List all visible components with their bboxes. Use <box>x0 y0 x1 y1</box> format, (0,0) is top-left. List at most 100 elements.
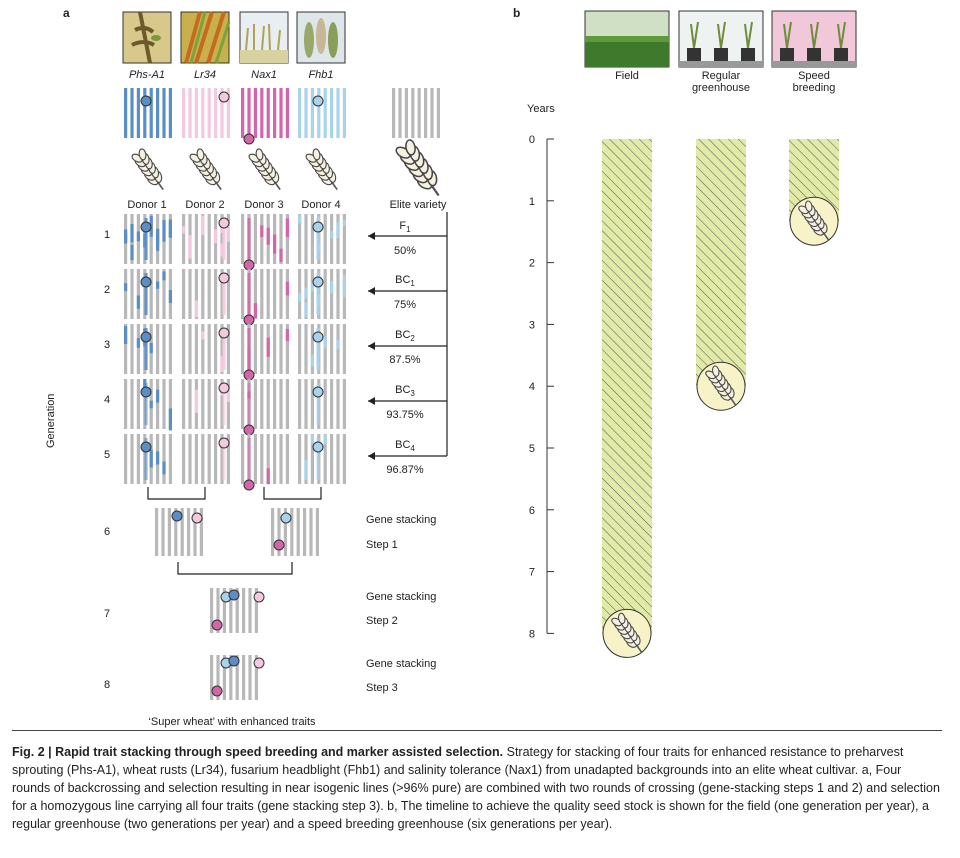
trait-label-lr34: Lr34 <box>193 69 217 81</box>
marker-dot <box>273 539 285 551</box>
marker-dot <box>243 259 255 271</box>
arrowhead-icon <box>368 342 375 350</box>
merge-bracket <box>147 487 206 500</box>
marker-dot <box>211 685 223 697</box>
marker-dot <box>312 95 324 107</box>
marker-dot <box>312 441 324 453</box>
arrowhead-icon <box>368 397 375 405</box>
marker-dot <box>218 91 230 103</box>
y-tick-label: 0 <box>529 134 535 146</box>
trait-label-fhb1: Fhb1 <box>308 69 334 81</box>
backcross-chromosomes <box>182 269 230 319</box>
trait-photo-nax1 <box>239 11 289 64</box>
donor-chromosomes <box>241 88 289 138</box>
backcross-chromosomes <box>241 434 289 485</box>
backcross-chromosomes <box>182 379 230 429</box>
cross-percent: 75% <box>393 299 417 311</box>
backcross-chromosomes <box>241 269 289 319</box>
backcross-chromosomes <box>124 434 172 484</box>
caption-text: Strategy for stacking of four traits for… <box>12 745 940 831</box>
generation-number: 3 <box>104 339 111 351</box>
arrowhead-icon <box>368 452 375 460</box>
marker-dot <box>140 276 152 288</box>
field-photo <box>584 10 670 68</box>
cross-percent: 93.75% <box>386 409 424 421</box>
marker-dot <box>243 133 255 145</box>
wheat-ear-icon <box>189 148 222 191</box>
cross-label: BC2 <box>395 329 415 344</box>
marker-dot <box>280 512 292 524</box>
marker-dot <box>218 382 230 394</box>
marker-dot <box>312 221 324 233</box>
panel-b-label: b <box>513 6 521 20</box>
backcross-chromosomes <box>298 324 346 374</box>
generation-number: 2 <box>104 284 111 296</box>
stacking-chromosomes <box>210 655 258 700</box>
backcross-chromosomes <box>124 324 172 374</box>
y-tick-label: 8 <box>529 628 535 640</box>
elite-chromosomes <box>392 88 440 138</box>
y-tick-label: 4 <box>529 381 535 393</box>
wheat-ear-icon <box>611 612 643 653</box>
y-tick-label: 2 <box>529 258 535 270</box>
caption-title: Fig. 2 | Rapid trait stacking through sp… <box>12 745 504 759</box>
marker-dot <box>312 331 324 343</box>
marker-dot <box>228 589 240 601</box>
generation-axis-label: Generation <box>45 393 57 448</box>
stacking-step: Step 2 <box>366 615 398 627</box>
arrowhead-icon <box>368 232 375 240</box>
backcross-chromosomes <box>298 269 346 319</box>
trait-label-nax1: Nax1 <box>251 69 277 81</box>
merge-bracket <box>263 487 322 500</box>
marker-dot <box>243 314 255 326</box>
marker-dot <box>253 591 265 603</box>
donor-label-3: Donor 3 <box>244 199 284 211</box>
backcross-chromosomes <box>241 324 289 374</box>
marker-dot <box>140 331 152 343</box>
donor-label-4: Donor 4 <box>301 199 341 211</box>
wheat-ear-icon <box>248 148 281 191</box>
y-tick-label: 1 <box>529 196 535 208</box>
env-label-greenhouse: Regular greenhouse <box>691 70 751 94</box>
y-tick-label: 5 <box>529 443 535 455</box>
y-tick-label: 7 <box>529 567 535 579</box>
cross-percent: 50% <box>393 245 417 257</box>
timeline-bar <box>602 139 652 634</box>
cross-label: BC4 <box>395 439 415 454</box>
donor-chromosomes <box>182 88 230 138</box>
merge-bracket <box>177 562 293 575</box>
backcross-chromosomes <box>124 379 172 431</box>
marker-dot <box>253 657 265 669</box>
backcross-chromosomes <box>124 269 172 319</box>
timeline-bar <box>696 139 746 387</box>
stacking-chromosomes <box>210 588 258 633</box>
stacking-step: Step 1 <box>366 539 398 551</box>
wheat-ear-icon <box>798 200 830 241</box>
stacking-label: Gene stacking <box>366 658 437 670</box>
backcross-chromosomes <box>298 214 346 264</box>
generation-number: 1 <box>104 229 111 241</box>
marker-dot <box>140 386 152 398</box>
backcross-chromosomes <box>298 434 346 484</box>
env-label-field: Field <box>615 70 639 82</box>
y-tick-label: 6 <box>529 505 535 517</box>
trait-photo-fhb1 <box>296 11 346 64</box>
donor-chromosomes <box>124 88 172 138</box>
backcross-chromosomes <box>241 379 289 429</box>
stacking-label: Gene stacking <box>366 591 437 603</box>
marker-dot <box>140 221 152 233</box>
generation-number: 6 <box>104 526 111 538</box>
stacking-label: Gene stacking <box>366 514 437 526</box>
backcross-chromosomes <box>298 379 346 429</box>
backcross-chromosomes <box>182 434 230 484</box>
wheat-ear-icon <box>395 139 440 197</box>
marker-dot <box>218 327 230 339</box>
stacking-step: Step 3 <box>366 682 398 694</box>
marker-dot <box>243 369 255 381</box>
generation-number: 7 <box>104 608 111 620</box>
marker-dot <box>218 272 230 284</box>
trait-photo-phs <box>122 11 172 64</box>
cross-percent: 87.5% <box>389 354 421 366</box>
env-label-speed: Speed breeding <box>792 70 836 94</box>
